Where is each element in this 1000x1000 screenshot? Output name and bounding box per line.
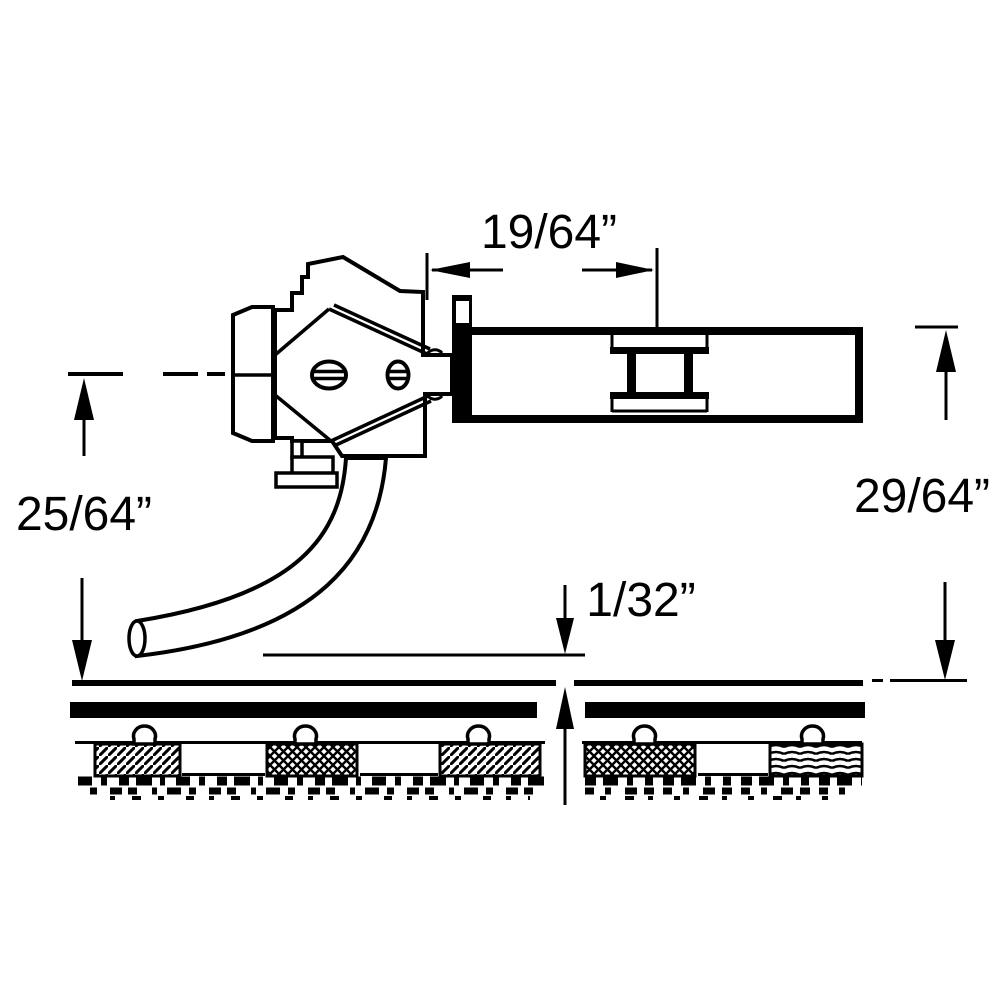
- coupler-assembly: [231, 254, 454, 489]
- left-wall-slot: [456, 301, 469, 323]
- arrow-up-icon: [936, 330, 956, 372]
- railhead-top-right: [574, 680, 863, 686]
- tie: [265, 742, 359, 778]
- arrow-up-icon: [556, 687, 574, 729]
- dimension-gap: 1/32”: [263, 574, 696, 805]
- ties: [93, 742, 864, 778]
- dimension-left: 25/64”: [16, 372, 225, 681]
- arrow-down-icon: [556, 618, 574, 654]
- spike-heads: [131, 724, 826, 746]
- gauge-block-right-edge: [855, 327, 863, 423]
- tie: [768, 742, 864, 778]
- tie: [93, 742, 182, 778]
- knuckle-pin-top: [425, 348, 444, 356]
- track-section: [70, 679, 967, 800]
- arrow-up-icon: [74, 378, 94, 420]
- ballast-gap-lines: [182, 773, 768, 776]
- coupler-foot-base: [274, 471, 339, 489]
- gauge-block-bottom-edge: [452, 415, 863, 423]
- dimension-label-left: 25/64”: [16, 488, 152, 541]
- screw-right: [385, 359, 411, 391]
- mounting-pad: [610, 335, 709, 413]
- dimension-label-top: 19/64”: [481, 206, 617, 259]
- gauge-block-left-wall: [452, 295, 472, 423]
- rail-web-right: [585, 702, 865, 718]
- trip-pin: [127, 456, 389, 659]
- railhead-extension-line: [890, 679, 967, 682]
- dimension-right: 29/64”: [854, 325, 990, 680]
- tie-top-line-right: [582, 741, 862, 744]
- railhead-top-left: [72, 680, 556, 686]
- upper-ridge: [273, 303, 431, 357]
- knuckle-pin-bottom: [425, 393, 444, 401]
- dimension-label-gap: 1/32”: [586, 574, 695, 627]
- arrow-right-icon: [616, 262, 654, 278]
- arrow-down-icon: [935, 640, 955, 680]
- arrow-left-icon: [430, 262, 470, 278]
- railhead-extension-dash: [872, 679, 883, 682]
- arrow-down-icon: [72, 640, 92, 681]
- trip-pin-end-cap: [127, 619, 147, 658]
- screw-left: [310, 359, 348, 391]
- lower-ridge: [273, 393, 432, 447]
- ballast: [78, 776, 862, 800]
- dimension-top: 19/64”: [425, 206, 659, 333]
- tie: [583, 742, 697, 778]
- tie: [438, 742, 542, 778]
- dimension-label-right: 29/64”: [854, 470, 990, 523]
- rail-web-left: [70, 702, 537, 718]
